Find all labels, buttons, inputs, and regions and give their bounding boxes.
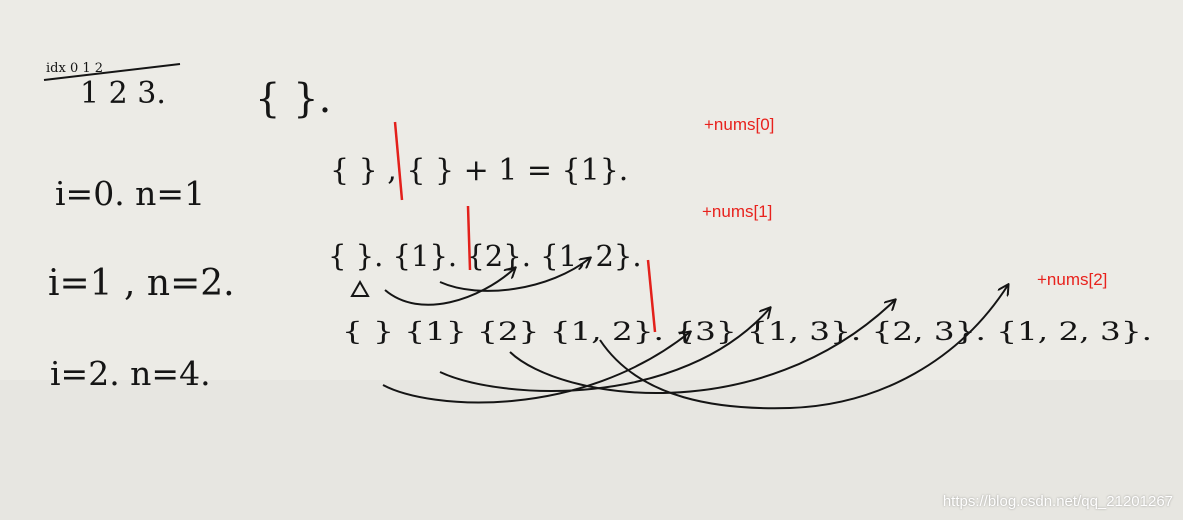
arrow (599, 285, 1008, 410)
row-label-i2: i=2. n=4. (50, 354, 211, 393)
red-divider (393, 121, 404, 201)
arrow (439, 258, 590, 292)
empty-set: { }. (255, 76, 331, 122)
row-label-i0: i=0. n=1 (55, 174, 205, 213)
digits-header: 1 2 3. (80, 76, 166, 111)
red-divider (646, 259, 657, 333)
arrow (439, 308, 770, 392)
arrow (384, 268, 515, 306)
arrow (382, 332, 690, 404)
header-underline (43, 63, 181, 81)
annotation-nums1: +nums[1] (702, 202, 773, 221)
watermark: https://blog.csdn.net/qq_21201267 (942, 493, 1173, 510)
row-content-i0: { } , { } + 1 = {1}. (330, 153, 628, 188)
annotation-nums0: +nums[0] (704, 115, 775, 134)
idx-label: idx 0 1 2 (46, 61, 103, 76)
red-divider (466, 205, 472, 271)
annotation-nums2: +nums[2] (1037, 270, 1108, 289)
row-label-i1: i=1 , n=2. (48, 263, 235, 304)
row-content-i1: { }. {1}. {2}. {1, 2}. (328, 239, 642, 273)
triangle-mark (350, 279, 370, 297)
